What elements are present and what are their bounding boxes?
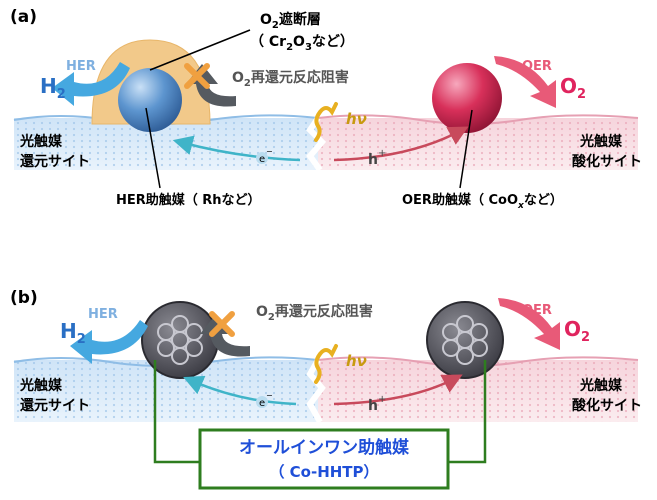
svg-text:h: h bbox=[368, 398, 378, 414]
panel-a-tag: (a) bbox=[10, 7, 37, 27]
cross-icon-b bbox=[209, 311, 235, 337]
electron-arrow-b bbox=[183, 375, 297, 406]
oer-arrow-a bbox=[494, 56, 556, 108]
panel-b: (b) bbox=[10, 288, 642, 490]
hole-b: h + bbox=[368, 394, 386, 414]
svg-text:+: + bbox=[378, 148, 386, 159]
reduction-site-label-a-2: 還元サイト bbox=[20, 153, 90, 170]
o2-reoxidation-arrow-b bbox=[200, 314, 250, 357]
oxidation-site-label-b-2: 酸化サイト bbox=[572, 397, 642, 414]
blocking-layer-pointer bbox=[149, 29, 251, 71]
panel-b-tag: (b) bbox=[10, 288, 38, 308]
o2-rereduction-label-b: O2再還元反応阻害 bbox=[256, 303, 373, 323]
her-arrow-a bbox=[52, 62, 130, 106]
her-label-b: HER bbox=[88, 307, 118, 322]
oxidation-site-label-a-1: 光触媒 bbox=[579, 133, 623, 150]
svg-text:−: − bbox=[266, 391, 273, 400]
svg-text:e: e bbox=[259, 154, 265, 165]
oer-label-b: OER bbox=[522, 303, 552, 318]
reduction-site-label-a-1: 光触媒 bbox=[19, 133, 63, 150]
allinone-label-line2: （ Co-HHTP） bbox=[269, 463, 378, 481]
hole-a: h + bbox=[368, 148, 386, 168]
o2-rereduction-label-a: O2再還元反応阻害 bbox=[232, 69, 349, 89]
panel-a: (a) HER H2 O2再 bbox=[10, 7, 642, 211]
oer-label-a: OER bbox=[522, 59, 552, 74]
allinone-connectors bbox=[153, 360, 487, 464]
h2-label-a: H2 bbox=[40, 74, 66, 102]
hole-arrow-b bbox=[333, 374, 463, 406]
reduction-site-label-b-2: 還元サイト bbox=[20, 397, 90, 414]
her-cocatalyst-sphere bbox=[118, 68, 182, 132]
oer-arrow-b bbox=[498, 298, 560, 350]
light-wave-b bbox=[314, 344, 338, 384]
oer-cocatalyst-label: OER助触媒（ CoOxなど） bbox=[402, 192, 563, 211]
svg-text:+: + bbox=[378, 394, 386, 405]
allinone-label-box bbox=[198, 428, 450, 490]
oer-pointer bbox=[459, 109, 473, 189]
oer-cocatalyst-sphere bbox=[432, 63, 502, 133]
electron-arrow-a bbox=[172, 135, 301, 162]
her-pointer bbox=[145, 107, 161, 189]
her-label-a: HER bbox=[66, 59, 96, 74]
o2-label-b: O2 bbox=[564, 317, 590, 345]
oxidation-site-label-b-1: 光触媒 bbox=[579, 377, 623, 394]
o2-label-a: O2 bbox=[560, 74, 586, 102]
photocatalyst-surface-b bbox=[13, 356, 639, 424]
blocking-layer-label: O2遮断層 bbox=[260, 11, 321, 31]
hv-label-b: hν bbox=[346, 352, 367, 370]
blocking-layer-formula: （ Cr2O3など） bbox=[250, 34, 354, 53]
electron-a: e − bbox=[256, 147, 273, 165]
electron-b: e − bbox=[256, 391, 273, 409]
hv-label-a: hν bbox=[346, 110, 367, 128]
allinone-cocatalyst-oer bbox=[426, 301, 504, 379]
allinone-cocatalyst-her bbox=[141, 301, 219, 379]
reduction-site-label-b-1: 光触媒 bbox=[19, 377, 63, 394]
cross-icon bbox=[184, 63, 210, 89]
her-cocatalyst-label: HER助触媒（ Rhなど） bbox=[116, 192, 261, 208]
hole-arrow-a bbox=[333, 126, 469, 162]
allinone-label-line1: オールインワン助触媒 bbox=[239, 437, 410, 458]
svg-text:−: − bbox=[266, 147, 273, 156]
svg-text:h: h bbox=[368, 152, 378, 168]
oxidation-site-label-a-2: 酸化サイト bbox=[572, 153, 642, 170]
light-wave-a bbox=[314, 102, 338, 142]
svg-text:e: e bbox=[259, 398, 265, 409]
her-arrow-b bbox=[70, 320, 148, 364]
h2-label-b: H2 bbox=[60, 319, 86, 347]
